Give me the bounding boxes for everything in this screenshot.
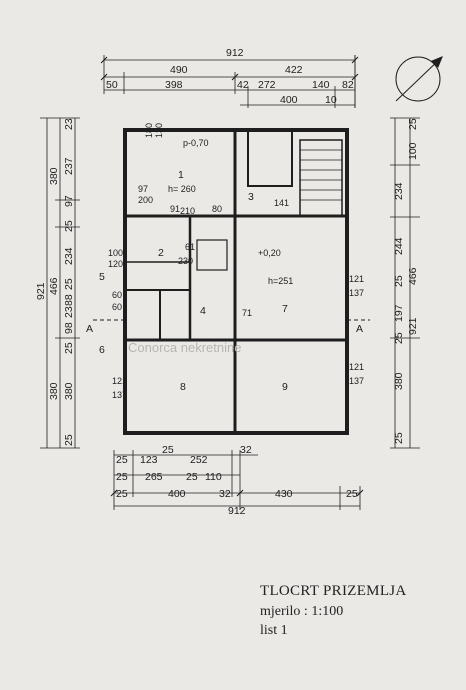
dim-left-921: 921	[35, 282, 47, 300]
room-6-label: 6	[99, 344, 105, 356]
dim-bottom-32: 32	[240, 444, 252, 456]
dim-bottom-25a: 25	[116, 454, 128, 466]
dim-right-25c: 25	[393, 332, 405, 344]
dim-left-25d: 25	[63, 434, 75, 446]
label-91: 91	[170, 204, 180, 214]
dim-left-23b: 23	[63, 306, 75, 318]
label-137-r2: 137	[349, 376, 364, 386]
label-137-l: 137	[112, 390, 127, 400]
dim-left-25c: 25	[63, 342, 75, 354]
room-5-label: 5	[99, 271, 105, 283]
dim-bottom-252: 252	[190, 454, 208, 466]
section-a-right: A	[356, 323, 363, 335]
height-251: h=251	[268, 276, 293, 286]
dim-bottom-400: 400	[168, 488, 186, 500]
dim-bottom-25e: 25	[116, 488, 128, 500]
dim-right-234: 234	[393, 182, 405, 200]
level-p020: +0,20	[258, 248, 281, 258]
dim-left-88: 88	[63, 294, 75, 306]
dim-left-98: 98	[63, 322, 75, 334]
dim-right-25a: 25	[407, 118, 419, 130]
dim-top-140: 140	[312, 79, 330, 91]
room-9-label: 9	[282, 381, 288, 393]
dim-bottom-25b: 25	[162, 444, 174, 456]
dim-left-234: 234	[63, 247, 75, 265]
dim-bottom-265: 265	[145, 471, 163, 483]
dim-top-272: 272	[258, 79, 276, 91]
label-230: 230	[178, 256, 193, 266]
label-121-r2: 121	[349, 362, 364, 372]
room-7-label: 7	[282, 303, 288, 315]
dim-left-25a: 25	[63, 220, 75, 232]
dim-right-100: 100	[407, 142, 419, 160]
label-130: 130	[154, 123, 164, 138]
label-137-r: 137	[349, 288, 364, 298]
label-60b: 60	[112, 302, 122, 312]
dim-right-921: 921	[407, 317, 419, 335]
label-71: 71	[242, 308, 252, 318]
dim-bottom-overall: 912	[228, 505, 246, 517]
dim-left-25b: 25	[63, 278, 75, 290]
dim-top-490: 490	[170, 64, 188, 76]
label-141: 141	[274, 198, 289, 208]
dim-bottom-32b: 32	[219, 488, 231, 500]
label-80: 80	[212, 204, 222, 214]
room-8-label: 8	[180, 381, 186, 393]
dim-right-380: 380	[393, 372, 405, 390]
label-210: 210	[180, 206, 195, 216]
dim-left-97: 97	[63, 195, 75, 207]
dim-top-398: 398	[165, 79, 183, 91]
dim-left-237: 237	[63, 157, 75, 175]
dim-top-42: 42	[237, 79, 249, 91]
dim-bottom-430: 430	[275, 488, 293, 500]
dim-right-25b: 25	[393, 275, 405, 287]
label-61: 61	[185, 242, 195, 252]
watermark: Conorca nekretnine	[128, 340, 241, 355]
dim-left-380c: 380	[63, 382, 75, 400]
plan-title: TLOCRT PRIZEMLJA	[260, 583, 407, 599]
dim-right-466: 466	[407, 267, 419, 285]
north-arrow-icon	[395, 56, 443, 102]
dim-right-244: 244	[393, 237, 405, 255]
plan-sheet: list 1	[260, 623, 288, 638]
label-180: 180	[144, 123, 154, 138]
dim-left-380b: 380	[48, 382, 60, 400]
label-200: 200	[138, 195, 153, 205]
dim-left-23: 23	[63, 118, 75, 130]
dim-left-466: 466	[48, 277, 60, 295]
room-4-label: 4	[200, 305, 206, 317]
label-121-r: 121	[349, 274, 364, 284]
label-97: 97	[138, 184, 148, 194]
dim-bottom-25d: 25	[186, 471, 198, 483]
label-60a: 60	[112, 290, 122, 300]
room-1-label: 1	[178, 169, 184, 181]
label-100: 100	[108, 248, 123, 258]
dim-left-380a: 380	[48, 167, 60, 185]
dim-top-400: 400	[280, 94, 298, 106]
dim-top-10: 10	[325, 94, 337, 106]
label-121-l: 121	[112, 376, 127, 386]
dim-top-overall: 912	[226, 47, 244, 59]
level-p070: p-0,70	[183, 138, 209, 148]
room-3-label: 3	[248, 191, 254, 203]
section-a-left: A	[86, 323, 93, 335]
dim-top-50: 50	[106, 79, 118, 91]
dim-right-197: 197	[393, 304, 405, 322]
height-260: h= 260	[168, 184, 196, 194]
dim-bottom-110: 110	[205, 471, 222, 483]
dim-bottom-123: 123	[140, 454, 158, 466]
dim-bottom-25c: 25	[116, 471, 128, 483]
plan-scale: mjerilo : 1:100	[260, 604, 344, 619]
dim-bottom-25f: 25	[346, 488, 358, 500]
room-2-label: 2	[158, 247, 164, 259]
dim-right-25d: 25	[393, 432, 405, 444]
dim-top-82: 82	[342, 79, 354, 91]
label-120: 120	[108, 259, 123, 269]
dim-top-422: 422	[285, 64, 303, 76]
